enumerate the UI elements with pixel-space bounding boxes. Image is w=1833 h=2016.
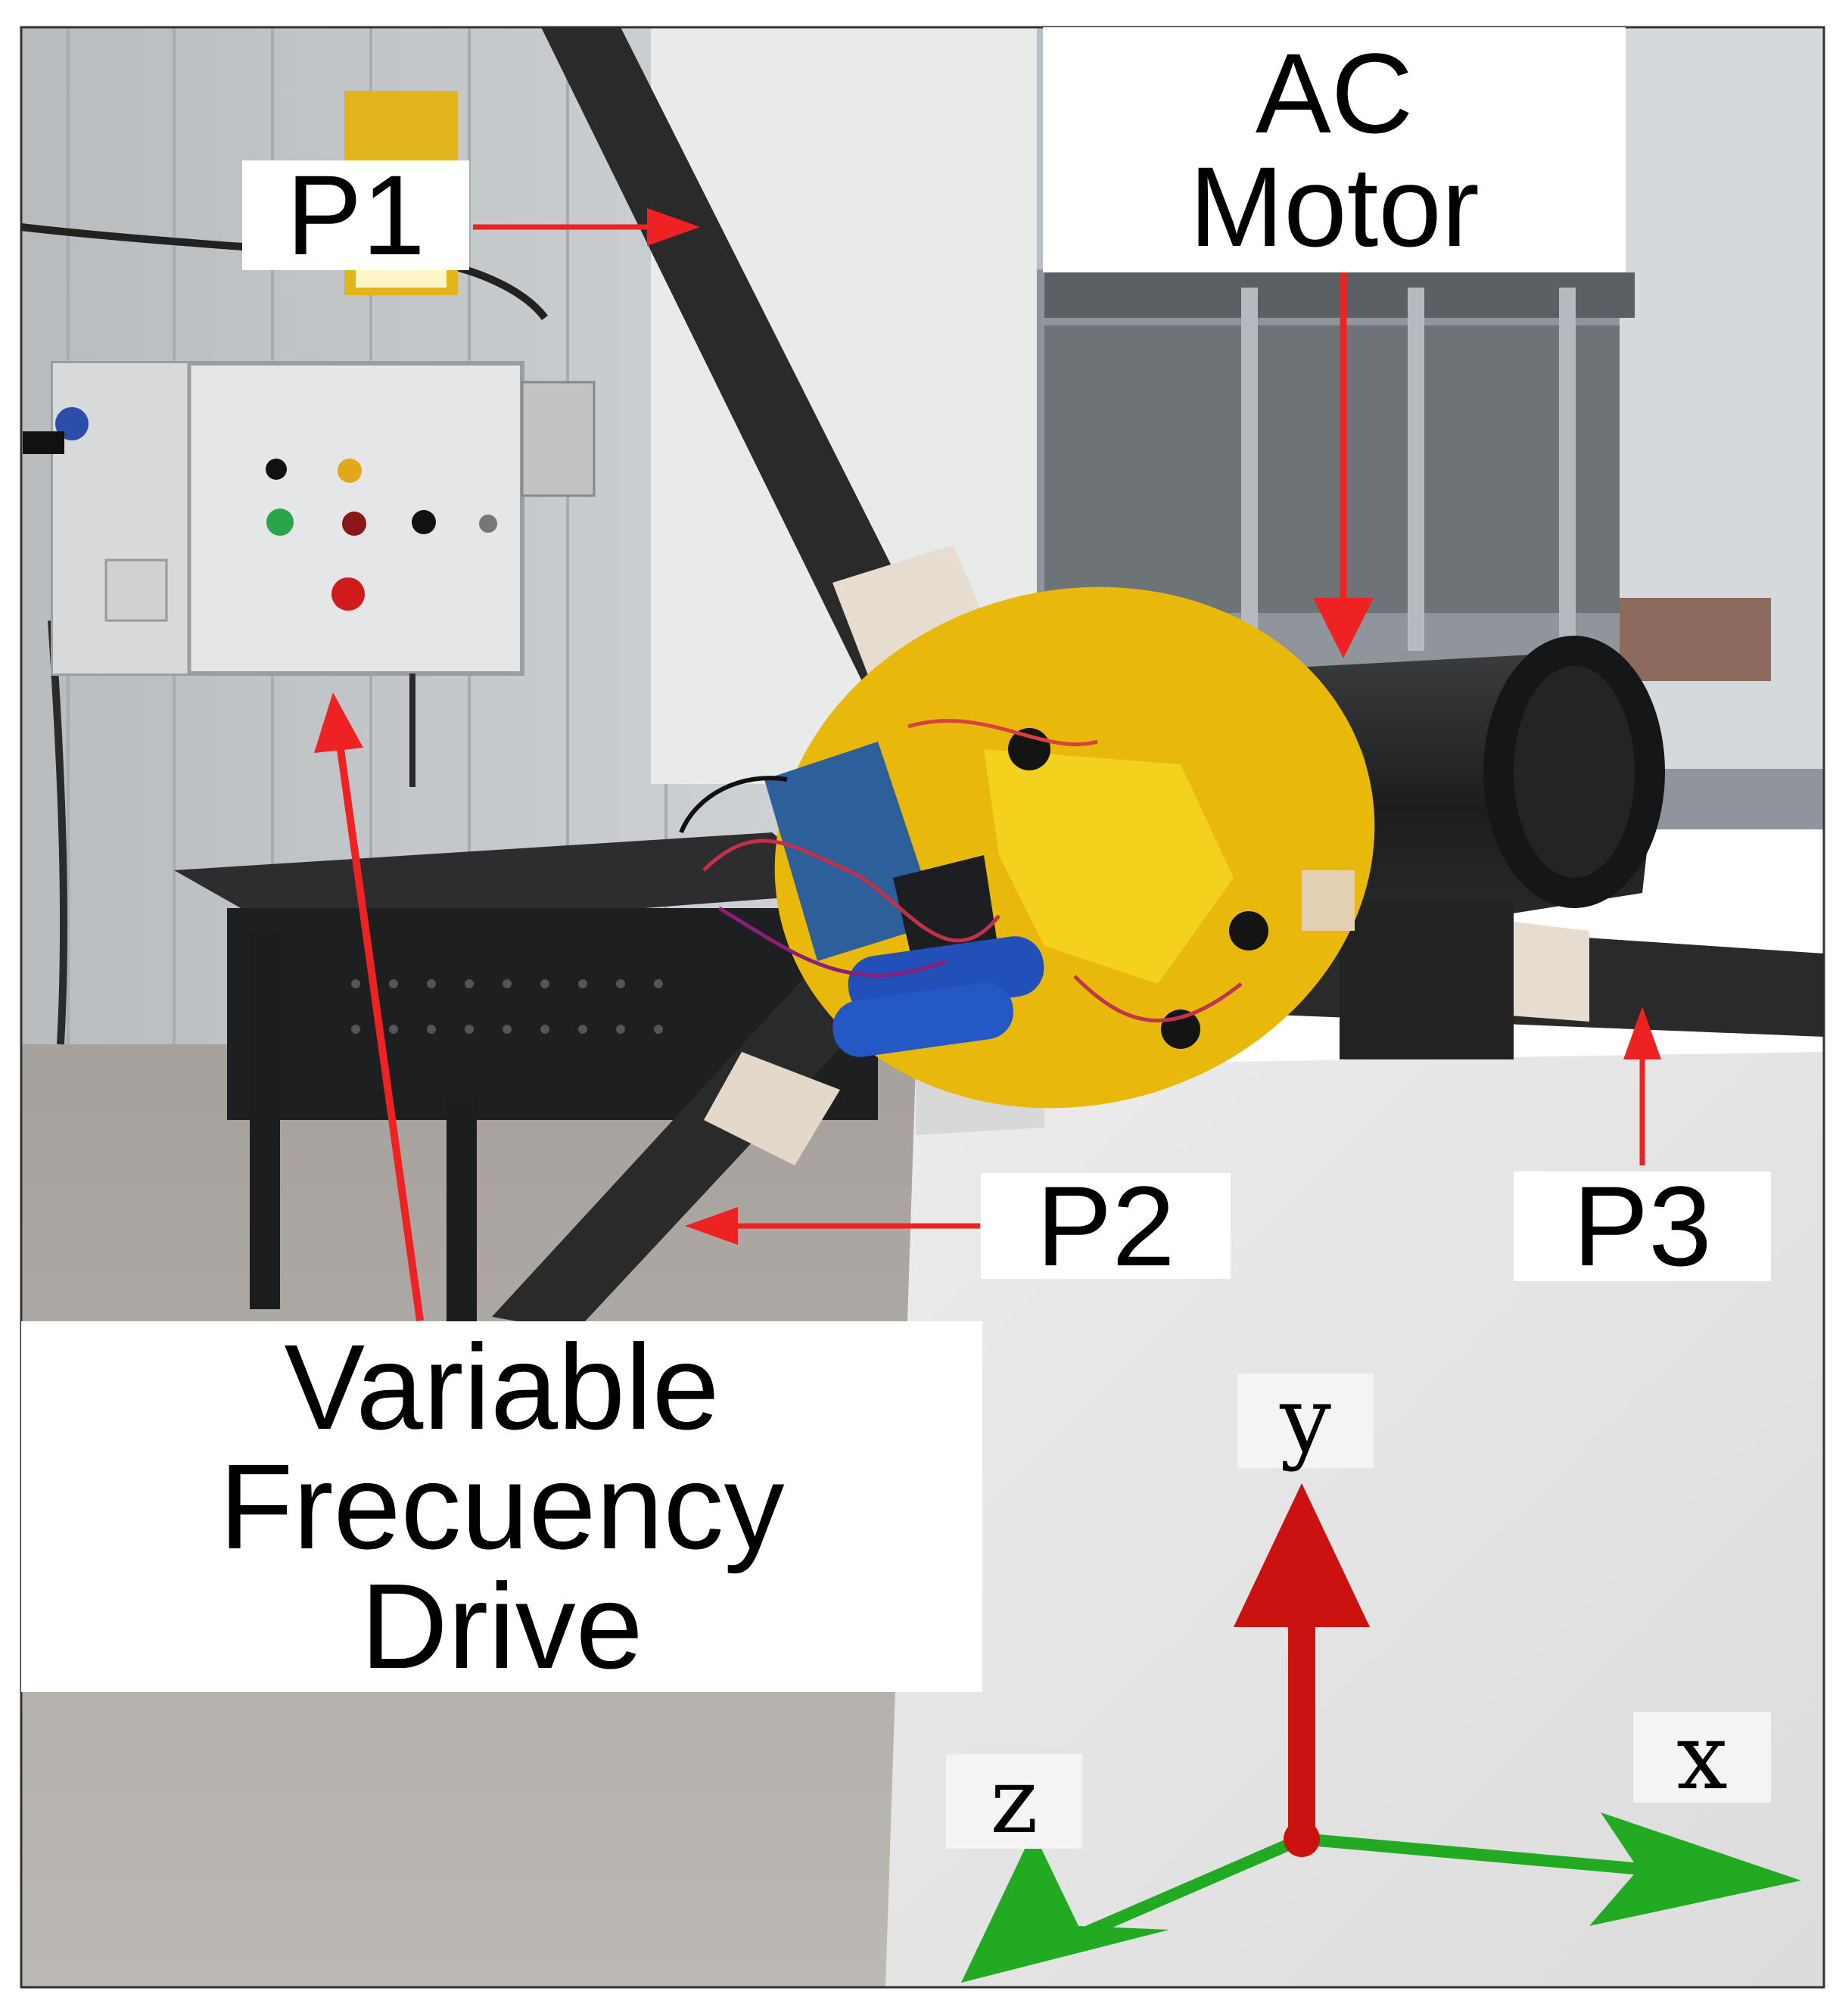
axis-label-x: x bbox=[1633, 1705, 1771, 1810]
label-ac-motor-line1: AC bbox=[1255, 30, 1414, 157]
axis-label-y-text: y bbox=[1280, 1368, 1331, 1473]
label-vfd-line2: Frecuency bbox=[219, 1439, 785, 1574]
label-vfd-line3: Drive bbox=[360, 1558, 643, 1694]
label-vfd-line1: Variable bbox=[284, 1319, 720, 1454]
vfd-control-box bbox=[23, 361, 596, 787]
photo-content bbox=[20, 26, 1825, 1989]
electronics-board bbox=[679, 718, 1243, 1057]
annotation-arrows bbox=[314, 208, 1661, 1321]
axis-label-z: z bbox=[946, 1749, 1082, 1854]
label-p2: P2 bbox=[981, 1162, 1231, 1290]
axis-label-x-text: x bbox=[1676, 1704, 1728, 1810]
label-variable-frequency-drive: Variable Frecuency Drive bbox=[21, 1321, 982, 1692]
label-p2-text: P2 bbox=[1036, 1162, 1175, 1290]
label-p3: P3 bbox=[1514, 1162, 1771, 1290]
label-p1-text: P1 bbox=[286, 151, 425, 278]
label-p1: P1 bbox=[242, 151, 469, 278]
axis-label-z-text: z bbox=[990, 1749, 1038, 1854]
axis-label-y: y bbox=[1237, 1368, 1374, 1473]
label-ac-motor-line2: Motor bbox=[1189, 143, 1480, 270]
coordinate-axes bbox=[961, 1483, 1801, 1983]
label-ac-motor: AC Motor bbox=[1043, 27, 1626, 272]
label-p3-text: P3 bbox=[1573, 1162, 1712, 1290]
